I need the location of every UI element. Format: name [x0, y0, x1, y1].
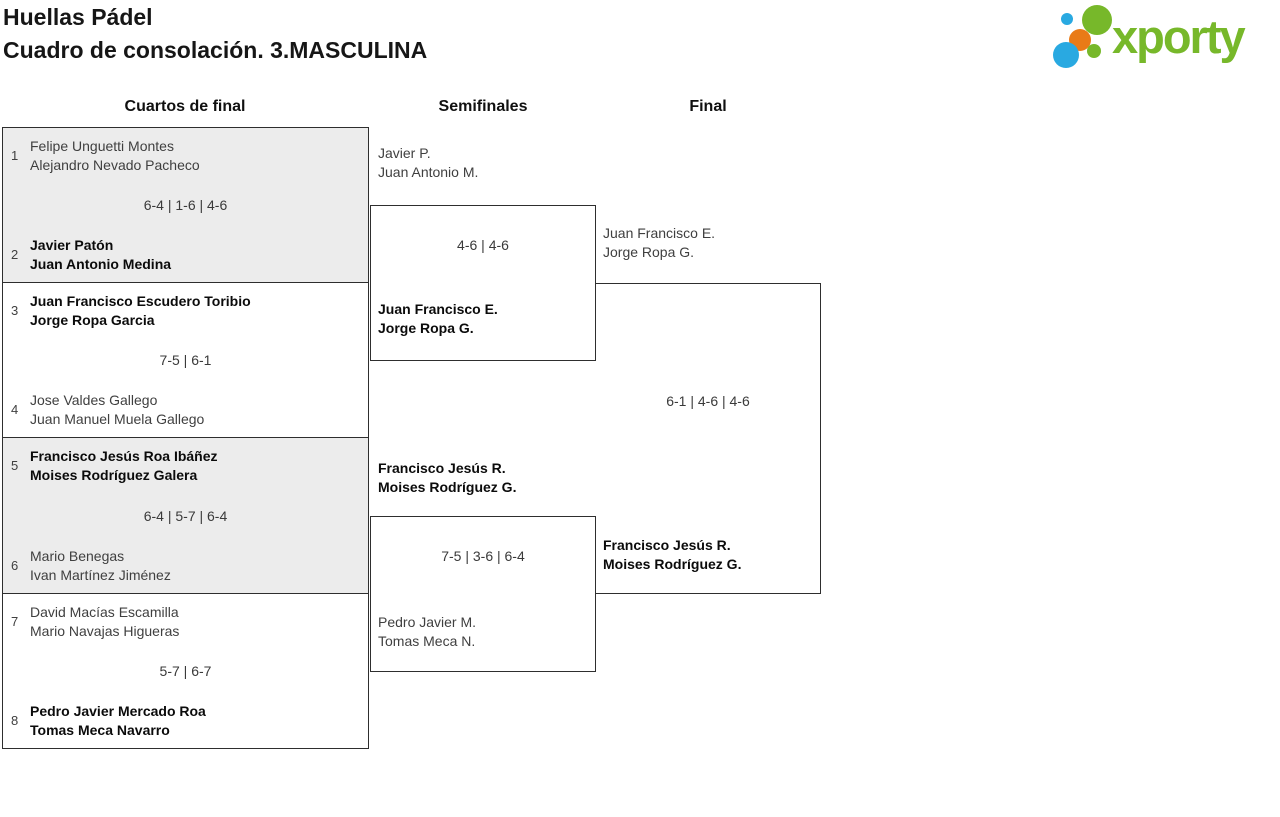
match-score: 4-6 | 4-6: [457, 237, 509, 253]
team-names: Juan Francisco E. Jorge Ropa G.: [603, 224, 715, 261]
round-header-quarterfinals: Cuartos de final: [124, 98, 246, 115]
player-name: Moises Rodríguez G.: [378, 478, 517, 495]
team-entry: 5 Francisco Jesús Roa Ibáñez Moises Rodr…: [11, 447, 218, 484]
round-header-final: Final: [689, 98, 727, 115]
seed-number: 6: [11, 558, 19, 573]
player-name: Javier P.: [378, 145, 431, 161]
logo-wordmark: xporty: [1112, 10, 1246, 63]
logo-dot-icon: [1053, 42, 1079, 68]
match-score: 5-7 | 6-7: [159, 663, 212, 679]
player-name: Francisco Jesús R.: [378, 460, 506, 476]
player-name: Francisco Jesús R.: [603, 537, 731, 553]
player-name: Juan Francisco Escudero Toribio: [30, 293, 251, 309]
team-names: Pedro Javier Mercado Roa Tomas Meca Nava…: [30, 702, 206, 739]
player-name: Pedro Javier Mercado Roa: [30, 703, 206, 719]
player-name: Javier Patón: [30, 237, 114, 253]
player-name: Ivan Martínez Jiménez: [30, 566, 171, 583]
player-name: Mario Navajas Higueras: [30, 622, 180, 639]
team-entry: 8 Pedro Javier Mercado Roa Tomas Meca Na…: [11, 702, 206, 739]
match-semifinal-2[interactable]: [370, 516, 596, 672]
logo-dot-icon: [1087, 44, 1101, 58]
seed-number: 8: [11, 713, 19, 728]
xporty-logo[interactable]: xporty: [1050, 3, 1278, 73]
team-names: Jose Valdes Gallego Juan Manuel Muela Ga…: [30, 391, 204, 428]
team-names: Francisco Jesús Roa Ibáñez Moises Rodríg…: [30, 447, 218, 484]
player-name: Felipe Unguetti Montes: [30, 138, 174, 154]
match-score: 6-4 | 1-6 | 4-6: [143, 197, 228, 213]
team-names: Javier P. Juan Antonio M.: [378, 144, 478, 181]
bracket-subtitle: Cuadro de consolación. 3.MASCULINA: [3, 37, 428, 63]
match-semifinal-1[interactable]: [370, 205, 596, 361]
seed-number: 1: [11, 148, 19, 163]
player-name: Juan Antonio Medina: [30, 255, 172, 272]
player-name: Juan Francisco E.: [603, 225, 716, 241]
team-names: Mario Benegas Ivan Martínez Jiménez: [30, 547, 171, 584]
match-score: 7-5 | 3-6 | 6-4: [441, 548, 525, 564]
player-name: Jorge Ropa G.: [378, 319, 474, 336]
player-name: Pedro Javier M.: [378, 614, 477, 630]
match-quarterfinal-2[interactable]: 3 Juan Francisco Escudero Toribio Jorge …: [2, 282, 369, 438]
team-names: Juan Francisco E. Jorge Ropa G.: [378, 300, 498, 337]
player-name: Francisco Jesús Roa Ibáñez: [30, 448, 218, 464]
seed-number: 5: [11, 458, 19, 473]
team-names: Javier Patón Juan Antonio Medina: [30, 236, 171, 273]
player-name: Jose Valdes Gallego: [30, 392, 158, 408]
match-quarterfinal-1[interactable]: 1 Felipe Unguetti Montes Alejandro Nevad…: [2, 127, 369, 283]
player-name: Moises Rodríguez Galera: [30, 466, 198, 483]
match-quarterfinal-4[interactable]: 7 David Macías Escamilla Mario Navajas H…: [2, 593, 369, 749]
team-names: Francisco Jesús R. Moises Rodríguez G.: [378, 459, 516, 496]
player-name: David Macías Escamilla: [30, 604, 179, 620]
logo-dot-icon: [1082, 5, 1112, 35]
team-entry: 6 Mario Benegas Ivan Martínez Jiménez: [11, 547, 171, 584]
player-name: Tomas Meca Navarro: [30, 721, 170, 738]
player-name: Mario Benegas: [30, 548, 125, 564]
team-names: David Macías Escamilla Mario Navajas Hig…: [30, 603, 179, 640]
team-names: Felipe Unguetti Montes Alejandro Nevado …: [30, 137, 200, 174]
team-names: Juan Francisco Escudero Toribio Jorge Ro…: [30, 292, 251, 329]
match-score: 6-1 | 4-6 | 4-6: [666, 393, 750, 409]
team-entry: 4 Jose Valdes Gallego Juan Manuel Muela …: [11, 391, 204, 428]
team-entry: 1 Felipe Unguetti Montes Alejandro Nevad…: [11, 137, 200, 174]
player-name: Juan Francisco E.: [378, 301, 498, 317]
match-score: 6-4 | 5-7 | 6-4: [143, 507, 228, 524]
logo-dot-icon: [1061, 13, 1073, 25]
seed-number: 3: [11, 303, 19, 318]
round-header-semifinals: Semifinales: [438, 98, 528, 115]
player-name: Tomas Meca N.: [378, 632, 476, 649]
player-name: Juan Manuel Muela Gallego: [30, 410, 205, 427]
player-name: Jorge Ropa G.: [603, 243, 695, 260]
match-score: 7-5 | 6-1: [159, 352, 212, 368]
team-entry: 3 Juan Francisco Escudero Toribio Jorge …: [11, 292, 251, 329]
match-final[interactable]: [595, 283, 821, 594]
tournament-name: Huellas Pádel: [3, 4, 153, 30]
page-title: Huellas Pádel Cuadro de consolación. 3.M…: [3, 1, 427, 67]
seed-number: 4: [11, 402, 19, 417]
team-entry: 7 David Macías Escamilla Mario Navajas H…: [11, 603, 179, 640]
match-quarterfinal-3[interactable]: 5 Francisco Jesús Roa Ibáñez Moises Rodr…: [2, 437, 369, 594]
team-entry: 2 Javier Patón Juan Antonio Medina: [11, 236, 171, 273]
player-name: Moises Rodríguez G.: [603, 555, 742, 572]
team-names: Pedro Javier M. Tomas Meca N.: [378, 613, 476, 650]
player-name: Jorge Ropa Garcia: [30, 311, 155, 328]
player-name: Juan Antonio M.: [378, 163, 479, 180]
seed-number: 2: [11, 247, 19, 262]
team-names: Francisco Jesús R. Moises Rodríguez G.: [603, 536, 741, 573]
seed-number: 7: [11, 614, 19, 629]
player-name: Alejandro Nevado Pacheco: [30, 156, 200, 173]
